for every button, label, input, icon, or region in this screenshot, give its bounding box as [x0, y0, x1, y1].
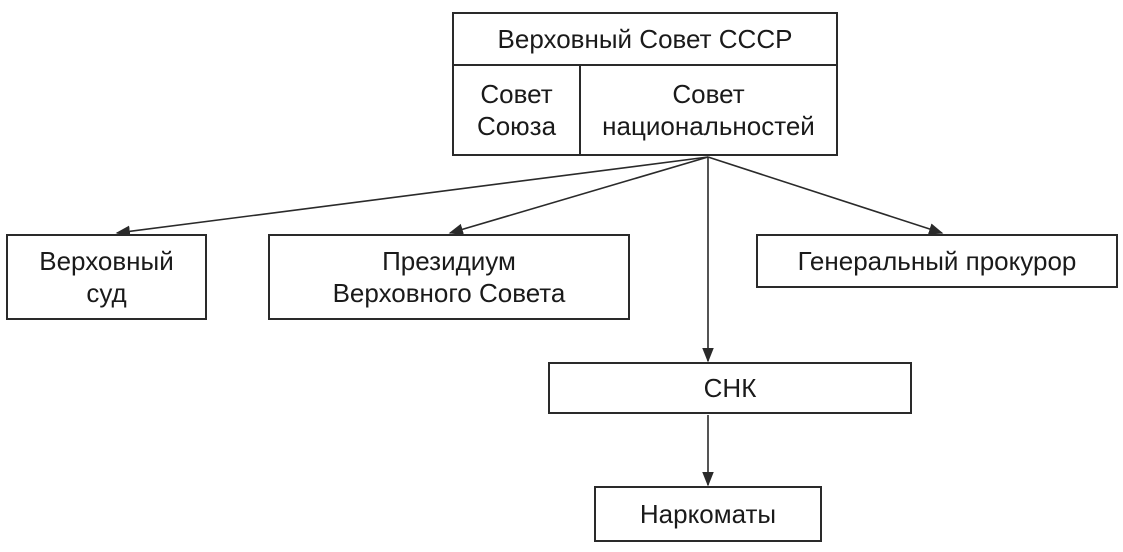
soviet-of-union-box: Совет Союза: [452, 64, 581, 156]
supreme-soviet-title: Верховный Совет СССР: [497, 23, 793, 54]
snk-box: СНК: [548, 362, 912, 414]
narkomaty-box: Наркоматы: [594, 486, 822, 542]
prosecutor-general-label: Генеральный прокурор: [797, 245, 1077, 276]
soviet-of-nationalities-line-2: национальностей: [602, 111, 815, 141]
soviet-of-nationalities-box: Совет национальностей: [579, 64, 838, 156]
supreme-court-box: Верховный суд: [6, 234, 207, 320]
presidium-box: Президиум Верховного Совета: [268, 234, 630, 320]
soviet-of-nationalities-line-1: Совет: [672, 78, 745, 109]
presidium-line-1: Президиум: [382, 245, 516, 276]
edge-top-to-presidium: [448, 156, 709, 235]
snk-label: СНК: [703, 372, 757, 403]
prosecutor-general-box: Генеральный прокурор: [756, 234, 1118, 288]
supreme-soviet-title-box: Верховный Совет СССР: [452, 12, 838, 66]
soviet-of-union-line-2: Союза: [476, 111, 557, 141]
soviet-of-union-line-1: Совет: [480, 78, 553, 109]
narkomaty-label: Наркоматы: [639, 498, 777, 529]
supreme-court-line-2: суд: [86, 278, 127, 308]
edge-top-to-prosecutor: [707, 156, 944, 235]
supreme-court-line-1: Верховный: [39, 245, 174, 276]
presidium-line-2: Верховного Совета: [332, 278, 566, 308]
edge-top-to-supreme-court: [115, 156, 709, 238]
